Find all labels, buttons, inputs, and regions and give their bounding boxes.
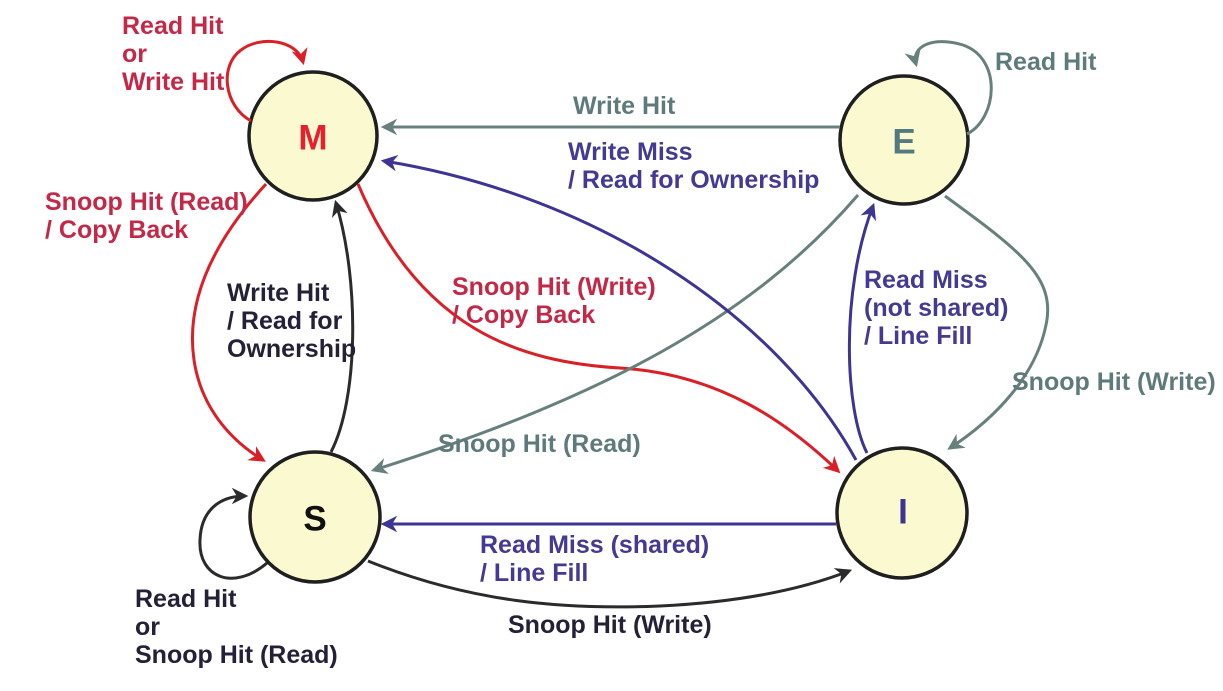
- label-m-self: Read Hit or Write Hit: [122, 12, 225, 96]
- edge-s-to-i-arrow: [367, 559, 853, 609]
- edge-m-self-loop: [225, 39, 308, 123]
- node-m-label: M: [298, 119, 327, 158]
- label-s-self: Read Hit or Snoop Hit (Read): [135, 585, 338, 669]
- edge-m-to-i-arrow: [356, 183, 841, 474]
- edge-e-self-loop: [904, 40, 993, 136]
- state-nodes: M E S I: [247, 70, 970, 584]
- edge-e-to-i-arrow: [944, 194, 1050, 450]
- label-e-to-i: Snoop Hit (Write): [1012, 368, 1216, 396]
- label-e-to-m: Write Hit: [573, 92, 676, 120]
- label-e-to-s: Snoop Hit (Read): [438, 430, 641, 458]
- transition-arrows: [191, 39, 1050, 609]
- edge-i-to-e-arrow: [847, 202, 876, 454]
- edge-s-self-loop: [198, 487, 268, 580]
- node-e-circle: [838, 74, 970, 206]
- label-i-to-e: Read Miss (not shared) / Line Fill: [864, 266, 1009, 350]
- edge-e-to-s-arrow: [370, 194, 860, 474]
- node-i-circle: [835, 446, 969, 580]
- label-e-self: Read Hit: [995, 48, 1097, 76]
- label-m-to-i: Snoop Hit (Write) / Copy Back: [452, 273, 656, 329]
- node-i-label: I: [898, 493, 908, 532]
- node-m-circle: [247, 70, 379, 202]
- node-s-circle: [248, 450, 382, 584]
- edge-m-to-s-arrow: [191, 182, 268, 462]
- edge-s-to-m-arrow: [329, 199, 355, 453]
- label-s-to-m: Write Hit / Read for Ownership: [227, 279, 357, 363]
- label-i-to-s: Read Miss (shared) / Line Fill: [480, 531, 710, 587]
- edge-i-to-m-arrow: [380, 154, 858, 461]
- node-s-label: S: [303, 500, 326, 539]
- node-e-label: E: [892, 123, 915, 162]
- label-m-to-s: Snoop Hit (Read) / Copy Back: [45, 188, 248, 244]
- label-i-to-m: Write Miss / Read for Ownership: [568, 138, 820, 194]
- label-s-to-i: Snoop Hit (Write): [508, 611, 712, 639]
